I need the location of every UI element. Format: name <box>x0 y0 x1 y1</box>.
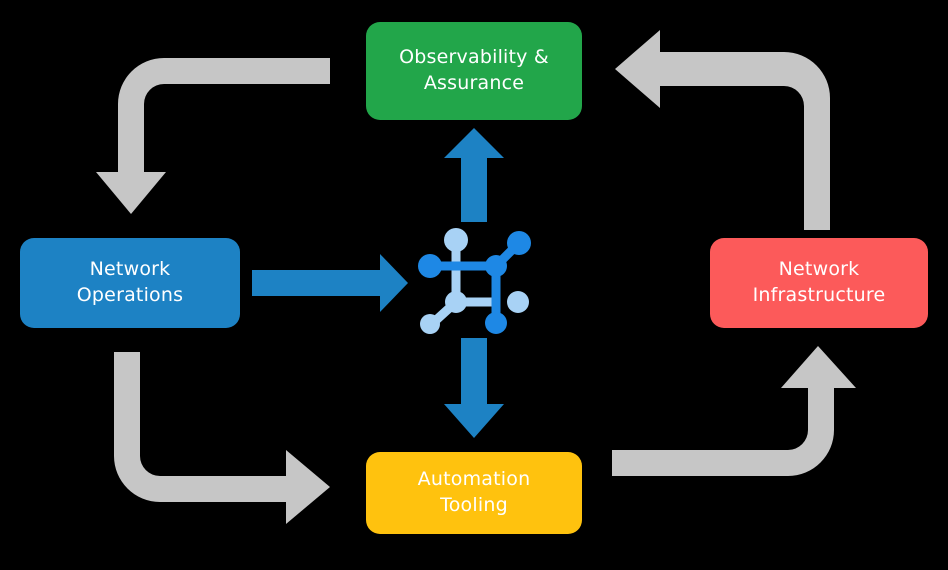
node-box-observability[interactable]: Observability & Assurance <box>366 22 582 120</box>
topology-nodes-secondary <box>420 228 529 334</box>
arrow-observability-to-operations <box>96 58 330 214</box>
arrow-operations-to-automation <box>114 352 330 524</box>
topology-edges-secondary <box>429 235 501 327</box>
arrow-automation-to-infrastructure <box>612 346 856 476</box>
node-box-network-operations[interactable]: Network Operations <box>20 238 240 328</box>
network-topology-icon <box>418 228 531 334</box>
node-box-automation-tooling[interactable]: Automation Tooling <box>366 452 582 534</box>
topology-nodes-primary <box>418 231 531 334</box>
arrow-center-to-observability <box>444 128 504 222</box>
arrow-operations-to-center <box>252 254 408 312</box>
arrow-center-to-automation <box>444 338 504 438</box>
arrow-infrastructure-to-observability <box>615 30 830 230</box>
node-box-network-infrastructure[interactable]: Network Infrastructure <box>710 238 928 328</box>
